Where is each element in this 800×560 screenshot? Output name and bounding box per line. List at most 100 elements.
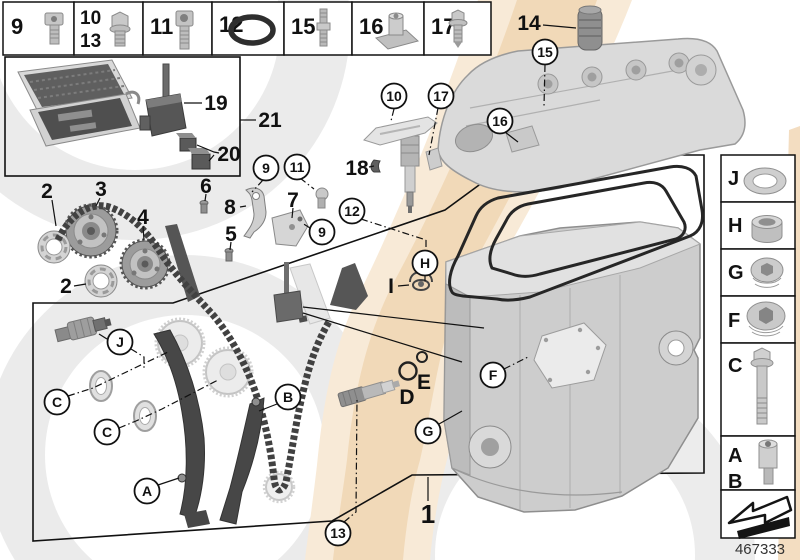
- callout-circle-J[interactable]: J: [106, 328, 134, 356]
- callout-circle-Cb[interactable]: C: [93, 418, 121, 446]
- svg-text:F: F: [489, 367, 498, 383]
- callout-8[interactable]: 8: [224, 196, 236, 219]
- callout-circle-A[interactable]: A: [133, 477, 161, 505]
- bracket-8-drawing: [243, 187, 267, 239]
- o-ring-icon: [228, 14, 276, 46]
- plain-callouts: 2 3 4 2 5 6 8 7 18 D E I 1: [41, 157, 435, 529]
- screw-plug-small-icon: [750, 257, 784, 288]
- document-number: 467333: [735, 541, 785, 558]
- tool-kit-box: 19 20: [4, 56, 241, 177]
- callout-7[interactable]: 7: [287, 189, 299, 212]
- legend-cell-A-B[interactable]: A B: [720, 435, 796, 493]
- bolt-6-drawing: [199, 200, 209, 214]
- callout-circle-B[interactable]: B: [274, 383, 302, 411]
- callout-circle-9a[interactable]: 9: [252, 154, 280, 182]
- strip-cell-9[interactable]: 9: [2, 1, 75, 56]
- legend-cell-J[interactable]: J: [720, 154, 796, 203]
- tool-case-drawing: [17, 59, 141, 147]
- legend-cell-G[interactable]: G: [720, 248, 796, 297]
- callout-circle-11[interactable]: 11: [283, 153, 311, 181]
- svg-text:H: H: [420, 255, 430, 271]
- callout-circle-15[interactable]: 15: [531, 38, 559, 66]
- oring-d-drawing: [398, 361, 418, 381]
- svg-text:9: 9: [318, 224, 326, 240]
- strip-cell-16-label: 16: [359, 14, 383, 39]
- chain-tensioner-drawing: [337, 351, 428, 408]
- bolt-5-drawing: [224, 248, 234, 262]
- callout-circle-F[interactable]: F: [479, 361, 507, 389]
- tool-20-label[interactable]: 20: [217, 143, 240, 166]
- callout-circle-17[interactable]: 17: [427, 82, 455, 110]
- strip-cell-11[interactable]: 11: [142, 1, 213, 56]
- strip-cell-16[interactable]: 16: [351, 1, 425, 56]
- svg-text:H: H: [728, 215, 742, 237]
- callout-14[interactable]: 14: [517, 12, 541, 35]
- legend-cell-F[interactable]: F: [720, 295, 796, 344]
- svg-text:J: J: [116, 334, 124, 350]
- strip-cell-9-label: 9: [11, 14, 23, 39]
- callout-circle-Ca[interactable]: C: [43, 388, 71, 416]
- strip-cell-10-13[interactable]: 10 13: [73, 1, 144, 56]
- callout-5[interactable]: 5: [225, 223, 237, 246]
- seal-ring-ca-drawing: [89, 370, 113, 402]
- callout-6[interactable]: 6: [200, 175, 212, 198]
- callout-4[interactable]: 4: [137, 206, 149, 229]
- svg-text:A: A: [728, 445, 742, 467]
- callout-circle-G[interactable]: G: [414, 417, 442, 445]
- fastener-strip: 9 10 13 11: [2, 1, 492, 56]
- tool-19-drawing: [139, 63, 187, 137]
- svg-text:17: 17: [433, 88, 449, 104]
- tool-21-label[interactable]: 21: [258, 109, 282, 132]
- upper-chain-guide-drawing: [165, 224, 200, 302]
- callout-I[interactable]: I: [388, 275, 394, 298]
- tensioning-tool-drawing: [273, 262, 304, 323]
- tool-19-label[interactable]: 19: [204, 92, 227, 115]
- callout-D[interactable]: D: [399, 386, 414, 409]
- kit-group-box: [32, 154, 705, 542]
- strip-cell-15[interactable]: 15: [283, 1, 353, 56]
- legend-panel: J H G F: [720, 154, 796, 558]
- callout-1[interactable]: 1: [421, 499, 435, 529]
- strip-cell-12[interactable]: 12: [211, 1, 285, 56]
- legend-cell-C[interactable]: C: [720, 342, 796, 437]
- callout-3[interactable]: 3: [95, 178, 107, 201]
- svg-text:J: J: [728, 168, 739, 190]
- valve-cover-drawing: [425, 37, 746, 193]
- torx-screw-icon: [44, 12, 64, 45]
- circled-callouts: 9 11 9 12 10 17 15 16 13 J C C A B F G H: [43, 38, 559, 547]
- ghost-vanos-gears-drawing: [154, 317, 254, 398]
- callout-circle-9b[interactable]: 9: [308, 218, 336, 246]
- legend-cell-H[interactable]: H: [720, 201, 796, 250]
- clip-18-drawing: [370, 159, 381, 173]
- callout-circle-10[interactable]: 10: [380, 82, 408, 110]
- svg-text:C: C: [52, 394, 62, 410]
- svg-text:C: C: [102, 424, 112, 440]
- svg-text:B: B: [728, 471, 742, 493]
- tool-20-blocks-drawing: [176, 133, 211, 170]
- callout-2b[interactable]: 2: [60, 275, 72, 298]
- legend-cell-arrow[interactable]: [720, 489, 796, 539]
- strip-cell-17[interactable]: 17: [423, 1, 492, 56]
- bushing-icon: [751, 215, 783, 243]
- callout-circle-13[interactable]: 13: [324, 519, 352, 547]
- bracket-7-drawing: [271, 209, 309, 247]
- tensioner-rail-drawing: [219, 397, 265, 525]
- callout-E[interactable]: E: [417, 371, 431, 394]
- callout-circle-12[interactable]: 12: [338, 197, 366, 225]
- ring-e-drawing: [416, 351, 428, 363]
- hex-flange-bolt-icon: [109, 11, 131, 47]
- svg-text:16: 16: [492, 113, 508, 129]
- callout-18[interactable]: 18: [345, 157, 369, 180]
- washer-bolt-icon: [448, 9, 468, 48]
- svg-text:15: 15: [537, 44, 553, 60]
- fixed-guide-rail-drawing: [153, 329, 210, 528]
- svg-text:B: B: [283, 389, 293, 405]
- camshaft-gear-3-drawing: [63, 203, 119, 259]
- callout-2a[interactable]: 2: [41, 180, 53, 203]
- callout-circle-16[interactable]: 16: [486, 107, 514, 135]
- svg-text:A: A: [142, 483, 152, 499]
- svg-text:F: F: [728, 310, 740, 332]
- callout-circle-H[interactable]: H: [411, 249, 439, 277]
